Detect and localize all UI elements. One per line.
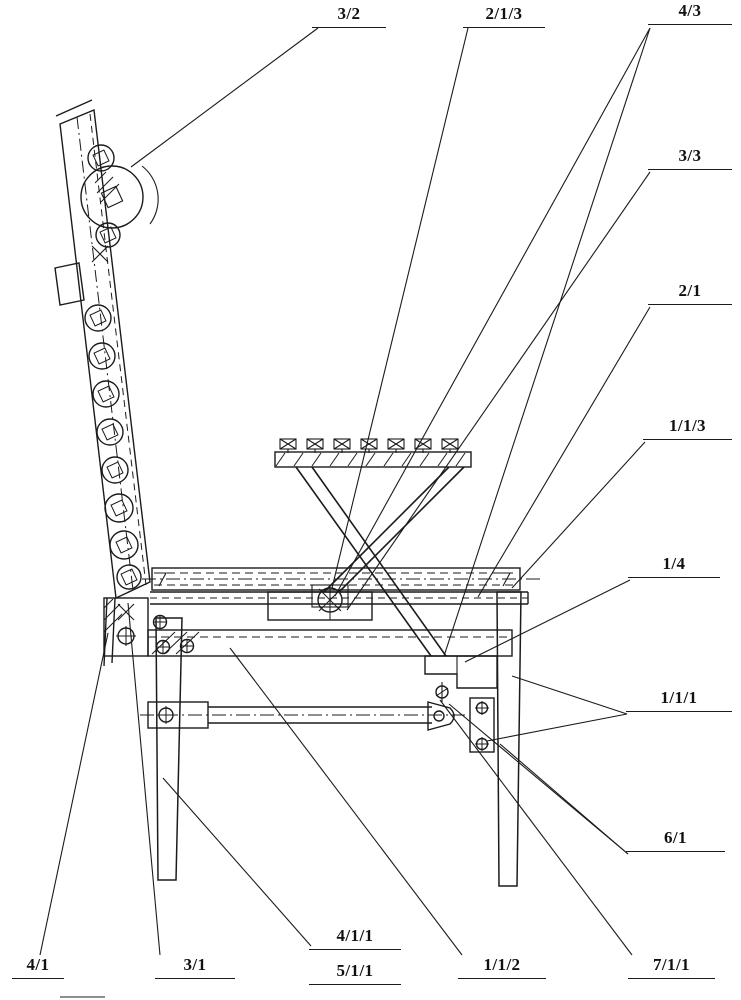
legs-group [155, 591, 522, 887]
part-label-2-1-3: 2/1/3 [463, 4, 545, 29]
part-label-4-3: 4/3 [648, 1, 732, 26]
part-label-6-1: 6/1 [626, 828, 725, 853]
callout-lines-group [39, 27, 651, 998]
part-label-4-1-1: 4/1/1 [309, 926, 401, 951]
part-label-2-1: 2/1 [648, 281, 732, 306]
backrest-group [54, 99, 159, 667]
part-label-1-1-3: 1/1/3 [643, 416, 732, 441]
part-label-4-1: 4/1 [12, 955, 64, 980]
bolt-rail-group [274, 438, 472, 657]
part-label-3-1: 3/1 [155, 955, 235, 980]
part-label-7-1-1: 7/1/1 [628, 955, 715, 980]
part-label-3-3: 3/3 [648, 146, 732, 171]
part-label-5-1-1: 5/1/1 [309, 961, 401, 986]
part-label-1-1-2: 1/1/2 [458, 955, 546, 980]
frame-group [140, 629, 513, 753]
part-label-3-2: 3/2 [312, 4, 386, 29]
part-label-1-4: 1/4 [628, 554, 720, 579]
left-mount-group [103, 597, 195, 657]
part-label-1-1-1: 1/1/1 [626, 688, 732, 713]
seat-rail-group [142, 567, 542, 621]
